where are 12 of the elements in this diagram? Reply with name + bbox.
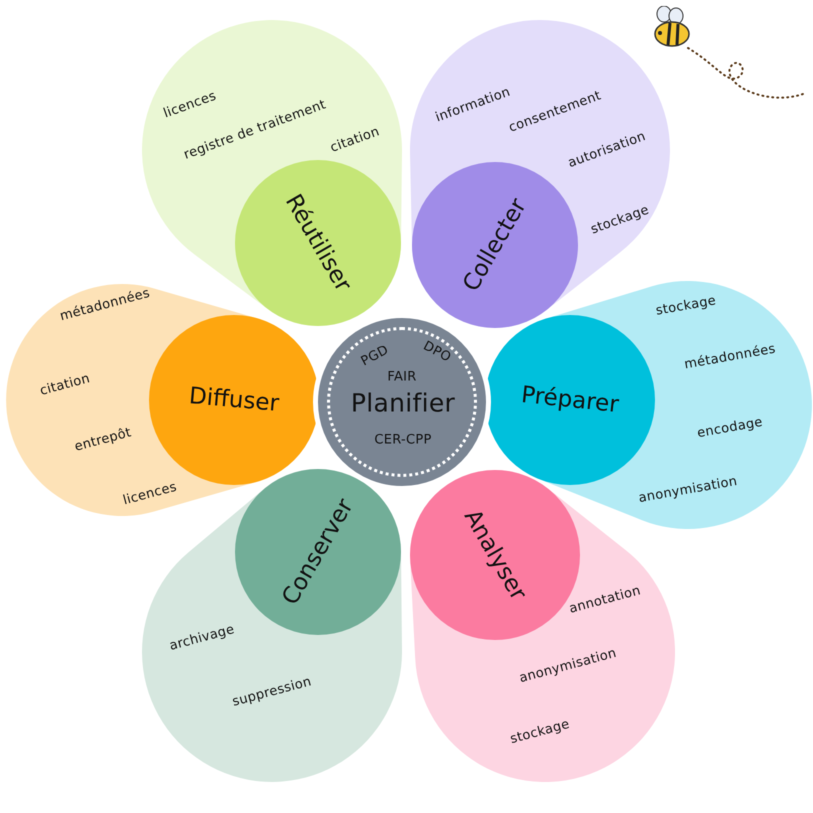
keyword-label: citation [38, 371, 92, 399]
keyword-label: licences [122, 480, 178, 508]
acronym-label: FAIR [387, 370, 417, 384]
stage-label: Diffuser [188, 383, 280, 417]
acronym-label: CER-CPP [374, 432, 432, 448]
keyword-label: stockage [508, 716, 572, 748]
keyword-label: stockage [654, 293, 718, 319]
stage-label: Préparer [520, 382, 620, 418]
acronym-label: PGD [358, 342, 392, 370]
center-title: Planifier [350, 388, 456, 418]
acronym-label: DPO [420, 338, 454, 366]
keyword-label: encodage [696, 414, 764, 442]
